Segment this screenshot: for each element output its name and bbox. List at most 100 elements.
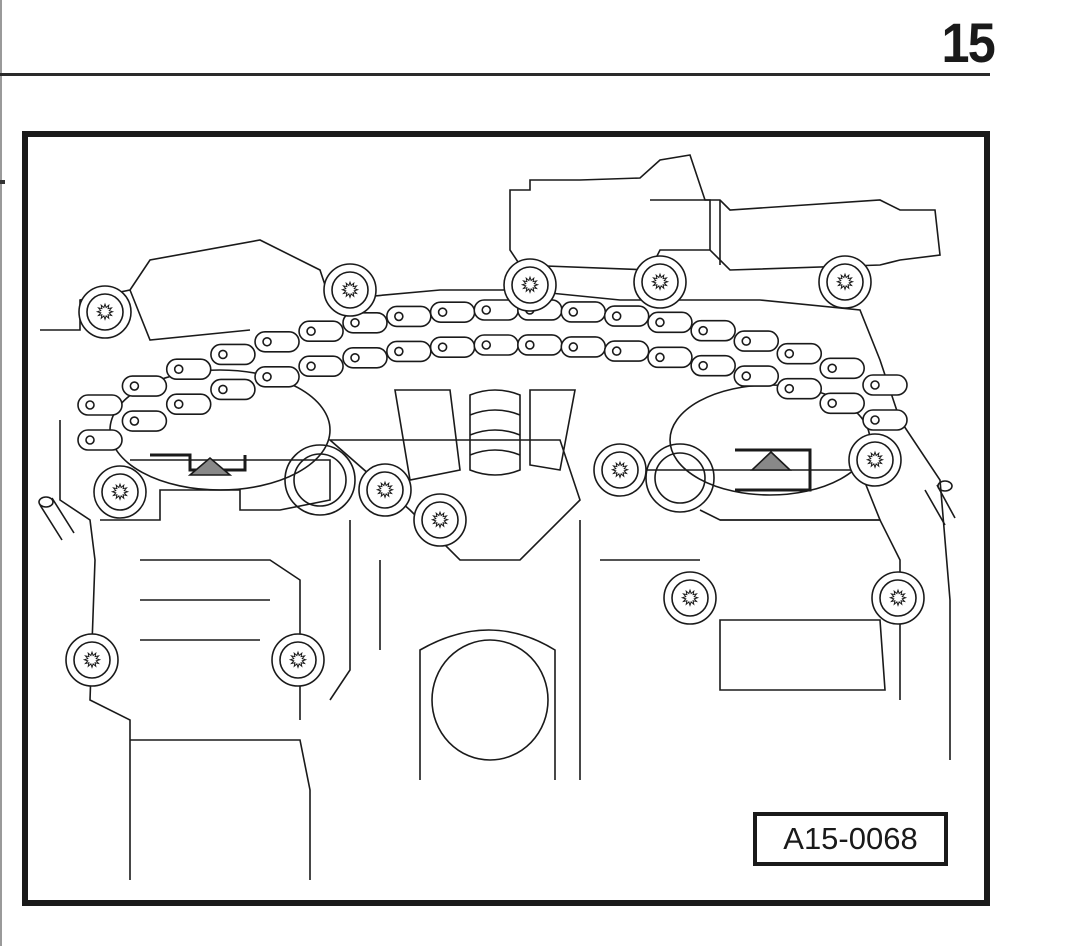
- chain-pin: [568, 307, 579, 317]
- timing-chain-drawing: ✹ ✹ ✹ ✹ ✹ ✹ ✹ ✹ ✹ ✹ ✹ ✹ ✹ ✹: [38, 154, 956, 880]
- chain-pin: [306, 361, 316, 372]
- chain-link: [77, 394, 123, 416]
- chain-link: [386, 340, 432, 363]
- chain-pin: [218, 349, 228, 360]
- torx-bolt: ✹: [633, 255, 687, 309]
- chain-pin: [85, 400, 95, 410]
- chain-pin: [481, 305, 492, 315]
- chain-link: [647, 346, 693, 369]
- chain-link: [647, 311, 693, 334]
- torx-bolt: ✹: [818, 255, 872, 309]
- chain-link: [517, 334, 563, 356]
- torx-star-icon: ✹: [652, 272, 669, 294]
- dowel-pins: [38, 480, 956, 541]
- chain-pin: [784, 383, 795, 394]
- chain-pin: [525, 340, 535, 350]
- torx-star-icon: ✹: [377, 480, 394, 502]
- chain-link: [121, 410, 168, 432]
- torx-star-icon: ✹: [890, 588, 907, 610]
- chain-link: [254, 330, 300, 353]
- chain-link: [342, 311, 388, 334]
- chain-pin: [741, 336, 752, 346]
- chain-link: [254, 365, 300, 388]
- figure-id-label: A15-0068: [753, 812, 948, 866]
- chain-pin: [173, 364, 184, 374]
- chain-link: [776, 377, 823, 400]
- torx-bolt: ✹: [848, 433, 902, 487]
- torx-star-icon: ✹: [97, 302, 114, 324]
- chain-pin: [870, 415, 880, 425]
- chain-pin: [218, 384, 228, 395]
- chain-pin: [611, 311, 622, 321]
- chain-pin: [394, 346, 404, 357]
- chain-link: [733, 330, 780, 352]
- torx-star-icon: ✹: [342, 280, 359, 302]
- chain-pin: [437, 342, 448, 352]
- chain-pin: [394, 311, 404, 322]
- chain-link: [298, 355, 344, 378]
- chain-link: [429, 336, 476, 358]
- camshaft-left: [100, 369, 356, 521]
- torx-bolt: ✹: [663, 571, 717, 625]
- chain-link: [165, 393, 212, 415]
- chain-pin: [827, 363, 837, 374]
- chain-link: [776, 342, 823, 365]
- page-left-edge: [0, 0, 2, 946]
- chain-link: [690, 354, 736, 377]
- chain-link: [603, 340, 650, 362]
- chain-pin: [129, 416, 140, 426]
- chain-link: [429, 301, 476, 323]
- chain-pin: [784, 348, 795, 359]
- torx-star-icon: ✹: [112, 482, 129, 504]
- chain-link: [210, 378, 256, 401]
- chain-pin: [481, 340, 492, 350]
- chain-pin: [741, 371, 752, 381]
- chain-link: [121, 375, 168, 397]
- chain-link: [560, 301, 607, 323]
- torx-bolt: ✹: [93, 465, 147, 519]
- chain-link: [77, 429, 123, 451]
- chain-link: [862, 409, 908, 431]
- torx-bolt: ✹: [503, 258, 557, 312]
- chain-link: [690, 319, 736, 342]
- header-rule: [0, 73, 990, 76]
- chain-link: [342, 346, 388, 369]
- chain-link: [603, 305, 650, 327]
- chain-pin: [870, 380, 880, 390]
- torx-star-icon: ✹: [867, 450, 884, 472]
- chain-link: [165, 358, 212, 380]
- chain-pin: [827, 398, 837, 409]
- torx-star-icon: ✹: [682, 588, 699, 610]
- chain-pin: [655, 317, 665, 328]
- torx-bolt: ✹: [271, 633, 325, 687]
- chain-link: [473, 334, 520, 356]
- torx-bolt: ✹: [65, 633, 119, 687]
- torx-star-icon: ✹: [837, 272, 854, 294]
- chain-pin: [698, 325, 708, 336]
- torx-star-icon: ✹: [84, 650, 101, 672]
- chain-pin: [306, 326, 316, 337]
- chain-link: [862, 374, 908, 396]
- torx-bolt: ✹: [871, 571, 925, 625]
- chain-pin: [85, 435, 95, 445]
- chain-link: [210, 343, 256, 366]
- torx-bolt: ✹: [593, 443, 647, 497]
- chain-pin: [698, 360, 708, 371]
- chain-pin: [262, 371, 272, 382]
- chain-link: [819, 357, 865, 380]
- torx-bolt: ✹: [358, 463, 412, 517]
- chain-link: [819, 392, 865, 415]
- chain-link: [298, 320, 344, 343]
- torx-bolt: ✹: [78, 285, 132, 339]
- chain-pin: [350, 352, 360, 363]
- torx-star-icon: ✹: [522, 275, 539, 297]
- torx-bolt: ✹: [323, 263, 377, 317]
- chain-pin: [350, 317, 360, 328]
- torx-star-icon: ✹: [432, 510, 449, 532]
- chain-pin: [611, 346, 622, 356]
- chain-link: [386, 305, 432, 328]
- chain-pin: [655, 352, 665, 363]
- margin-marker: [0, 180, 5, 184]
- torx-star-icon: ✹: [612, 460, 629, 482]
- page-number: 15: [941, 11, 996, 74]
